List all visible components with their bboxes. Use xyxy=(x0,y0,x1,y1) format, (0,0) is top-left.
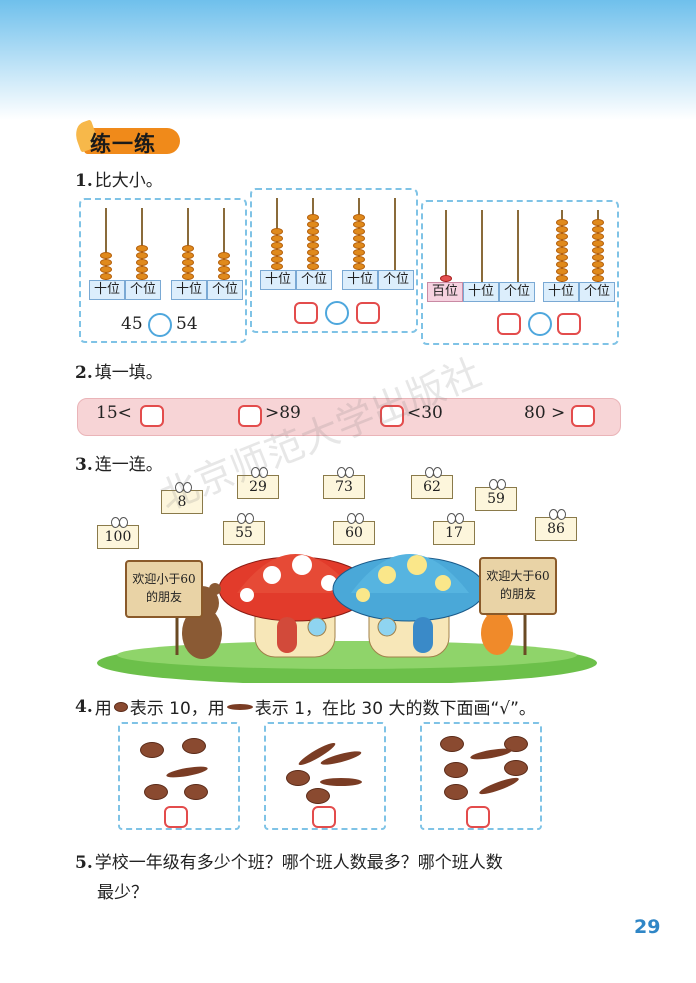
compare-left-value: 45 xyxy=(121,314,143,334)
number-card[interactable]: 60 xyxy=(333,513,375,545)
top-band xyxy=(0,0,696,120)
fill-item-2: >89 xyxy=(265,403,301,423)
question-2: 2.填一填。 xyxy=(75,358,163,383)
answer-box[interactable] xyxy=(497,313,521,335)
check-box[interactable] xyxy=(164,806,188,828)
question-5: 5.学校一年级有多少个班？哪个班人数最多？哪个班人数 最少？ xyxy=(75,848,503,908)
ones-label: 个位 xyxy=(579,282,615,302)
section-pill xyxy=(84,128,180,154)
abacus-card-2: 十位 个位 十位 个位 xyxy=(250,188,418,333)
tens-label: 十位 xyxy=(260,270,296,290)
tens-label: 十位 xyxy=(342,270,378,290)
hundreds-label: 百位 xyxy=(427,282,463,302)
fill-box-3[interactable] xyxy=(380,405,404,427)
sign-right: 欢迎大于60的朋友 xyxy=(479,557,557,615)
picture-card-3 xyxy=(420,722,542,830)
check-box[interactable] xyxy=(312,806,336,828)
scene-illustration xyxy=(97,554,597,683)
fill-in-bar: 15< >89 <30 80 > xyxy=(77,398,621,436)
abacus-card-3: 百位 十位 个位 十位 个位 xyxy=(421,200,619,345)
question-1-text: 比大小。 xyxy=(94,171,163,191)
section-title: 练一练 xyxy=(90,132,156,156)
compare-circle[interactable] xyxy=(325,301,349,325)
answer-box[interactable] xyxy=(294,302,318,324)
compare-circle[interactable] xyxy=(528,312,552,336)
fill-box-4[interactable] xyxy=(571,405,595,427)
fill-box-2[interactable] xyxy=(238,405,262,427)
tens-label: 十位 xyxy=(543,282,579,302)
tens-label: 十位 xyxy=(171,280,207,300)
compare-right-value: 54 xyxy=(176,314,198,334)
number-card[interactable]: 55 xyxy=(223,513,265,545)
question-5-line-1: 学校一年级有多少个班？哪个班人数最多？哪个班人数 xyxy=(94,853,503,873)
nut-icon xyxy=(113,701,128,712)
ones-label: 个位 xyxy=(296,270,332,290)
number-card[interactable]: 73 xyxy=(323,467,365,499)
question-3: 3.连一连。 xyxy=(75,450,163,475)
stick-icon xyxy=(226,703,253,710)
number-card[interactable]: 59 xyxy=(475,479,517,511)
answer-box[interactable] xyxy=(356,302,380,324)
number-card[interactable]: 8 xyxy=(161,482,203,514)
ones-label: 个位 xyxy=(378,270,414,290)
question-2-text: 填一填。 xyxy=(94,363,163,383)
ones-label: 个位 xyxy=(207,280,243,300)
number-card[interactable]: 29 xyxy=(237,467,279,499)
abacus-card-1: 十位 个位 十位 个位 45 54 xyxy=(79,198,247,343)
ones-label: 个位 xyxy=(125,280,161,300)
question-1-number: 1. xyxy=(75,171,93,191)
tens-label: 十位 xyxy=(463,282,499,302)
sign-left: 欢迎小于60的朋友 xyxy=(125,560,203,618)
fill-box-1[interactable] xyxy=(140,405,164,427)
page-number: 29 xyxy=(634,916,661,938)
question-2-number: 2. xyxy=(75,363,93,383)
number-card[interactable]: 86 xyxy=(535,509,577,541)
picture-card-1 xyxy=(118,722,240,830)
question-5-line-2: 最少？ xyxy=(97,883,148,903)
number-card[interactable]: 62 xyxy=(411,467,453,499)
answer-box[interactable] xyxy=(557,313,581,335)
fill-item-1: 15< xyxy=(96,403,132,423)
fill-item-4: 80 > xyxy=(524,403,566,423)
fill-item-3: <30 xyxy=(407,403,443,423)
check-box[interactable] xyxy=(466,806,490,828)
question-4: 4. 用 表示 10，用 表示 1，在比 30 大的数下面画“√”。 xyxy=(75,696,536,720)
question-3-number: 3. xyxy=(75,455,93,475)
question-1: 1.比大小。 xyxy=(75,166,163,191)
number-card[interactable]: 100 xyxy=(97,517,139,549)
number-card[interactable]: 17 xyxy=(433,513,475,545)
question-4-number: 4. xyxy=(75,696,93,717)
question-5-number: 5. xyxy=(75,853,93,873)
section-header: 练一练 xyxy=(71,119,180,156)
compare-circle[interactable] xyxy=(148,313,172,337)
tens-label: 十位 xyxy=(89,280,125,300)
ones-label: 个位 xyxy=(499,282,535,302)
picture-card-2 xyxy=(264,722,386,830)
mushroom-scene: 欢迎小于60的朋友 欢迎大于60的朋友 8 29 73 62 59 100 55… xyxy=(97,465,597,683)
question-3-text: 连一连。 xyxy=(94,455,163,475)
